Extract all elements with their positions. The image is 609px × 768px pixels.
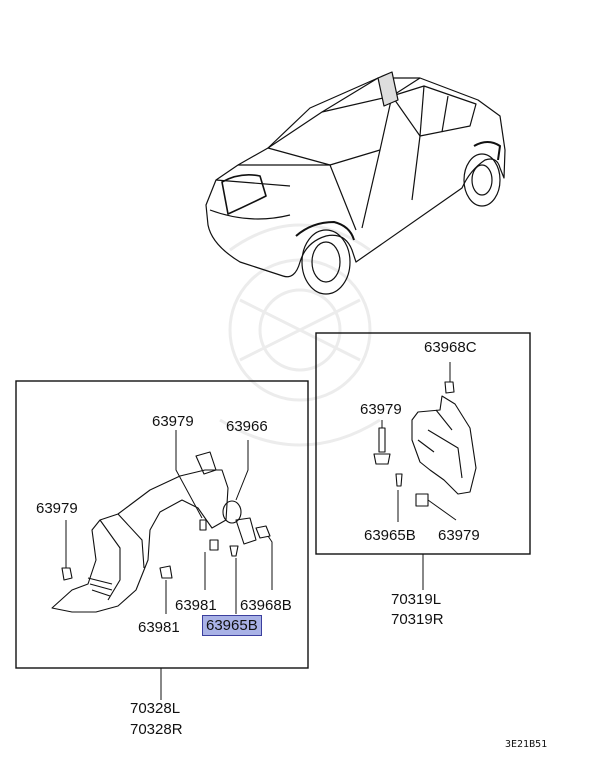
car-illustration [205, 71, 506, 295]
front-liner-part [51, 451, 271, 613]
diagram-code: 3E21B51 [505, 739, 548, 750]
label-part-63968b[interactable]: 63968B [240, 597, 292, 614]
label-part-63979-rear-upper[interactable]: 63979 [360, 401, 402, 418]
label-part-63965b-rear[interactable]: 63965B [364, 527, 416, 544]
label-part-63968c[interactable]: 63968C [424, 339, 477, 356]
label-part-63979-front-upper[interactable]: 63979 [152, 413, 194, 430]
rear-leader-lines [381, 362, 457, 590]
label-assembly-70319r[interactable]: 70319R [391, 611, 444, 628]
label-assembly-70328r[interactable]: 70328R [130, 721, 183, 738]
label-assembly-70328l[interactable]: 70328L [130, 700, 181, 717]
label-part-63966[interactable]: 63966 [226, 418, 268, 435]
label-part-63981-lower[interactable]: 63981 [138, 619, 180, 636]
label-assembly-70319l[interactable]: 70319L [391, 591, 442, 608]
label-part-63979-front-left[interactable]: 63979 [36, 500, 78, 517]
label-part-63981-upper[interactable]: 63981 [175, 597, 217, 614]
front-liner-box [15, 380, 309, 669]
label-part-63979-rear-lower[interactable]: 63979 [438, 527, 480, 544]
front-leader-lines [65, 430, 273, 700]
label-part-63965b-highlighted[interactable]: 63965B [202, 615, 262, 636]
watermark-emblem [219, 223, 381, 447]
